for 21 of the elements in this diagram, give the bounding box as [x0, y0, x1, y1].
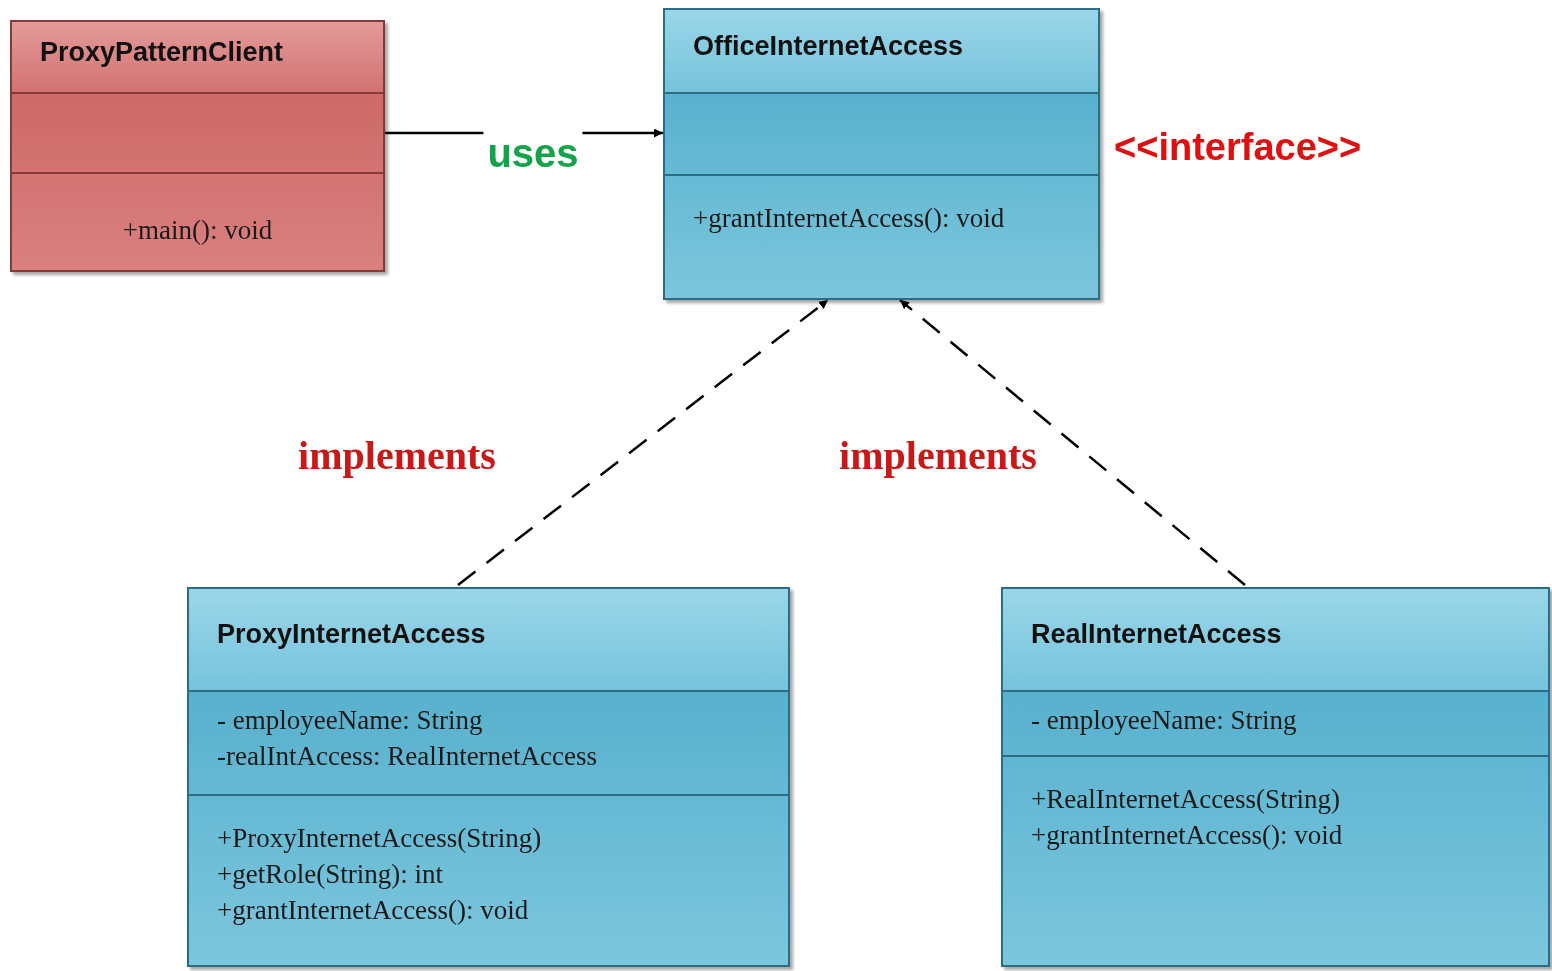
class-name: ProxyPatternClient	[40, 36, 284, 68]
class-box	[187, 587, 790, 967]
method: +main(): void	[122, 214, 273, 247]
class-name: OfficeInternetAccess	[693, 30, 964, 62]
class-name: ProxyInternetAccess	[217, 619, 486, 650]
method: +grantInternetAccess(): void	[693, 202, 1005, 235]
attribute: -realIntAccess: RealInternetAccess	[217, 740, 598, 773]
attribute: - employeeName: String	[217, 704, 483, 737]
dashed-arrow	[457, 299, 829, 586]
method: +grantInternetAccess(): void	[1031, 819, 1343, 852]
method: +ProxyInternetAccess(String)	[217, 822, 542, 855]
dashed-arrow	[899, 299, 1246, 586]
class-box	[1001, 587, 1550, 967]
method: +getRole(String): int	[217, 858, 443, 891]
class-box	[663, 8, 1100, 300]
stereotype-label: <<interface>>	[1114, 126, 1362, 169]
class-name: RealInternetAccess	[1031, 619, 1282, 650]
method: +RealInternetAccess(String)	[1031, 783, 1341, 816]
attribute: - employeeName: String	[1031, 704, 1297, 737]
class-box	[10, 20, 385, 272]
method: +grantInternetAccess(): void	[217, 894, 529, 927]
